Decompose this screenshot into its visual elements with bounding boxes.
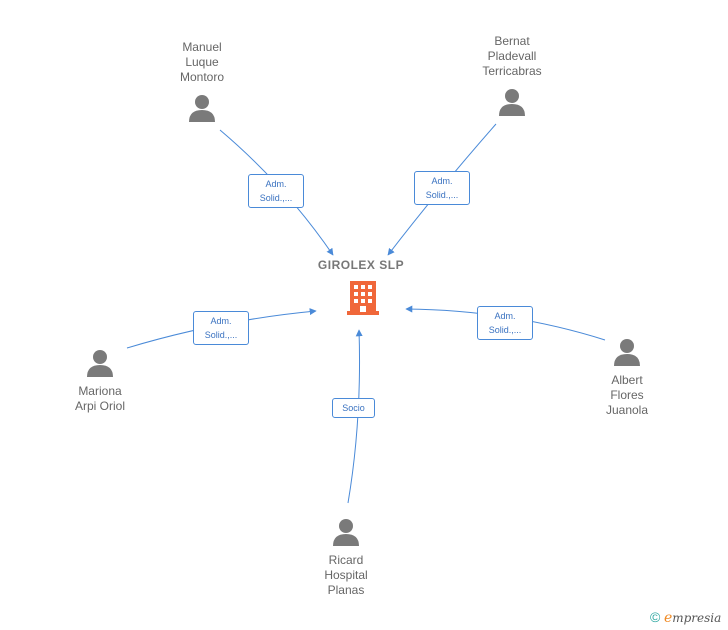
person-name-line: Luque bbox=[185, 55, 219, 69]
person-name-line: Hospital bbox=[324, 568, 368, 582]
person-name-line: Juanola bbox=[605, 403, 649, 417]
person-name-line: Planas bbox=[327, 583, 365, 597]
company-name[interactable]: GIROLEX SLP bbox=[317, 258, 405, 272]
edge-label-bernat[interactable]: Adm. Solid.,... bbox=[414, 171, 470, 205]
person-name-line: Pladevall bbox=[487, 49, 537, 63]
person-mariona[interactable]: Mariona Arpi Oriol bbox=[45, 348, 155, 414]
person-name-line: Arpi Oriol bbox=[74, 399, 125, 413]
edge-label-albert[interactable]: Adm. Solid.,... bbox=[477, 306, 533, 340]
edge-label-line1: Adm. bbox=[431, 176, 453, 186]
person-name-line: Mariona bbox=[78, 384, 122, 398]
edge-label-line1: Socio bbox=[342, 403, 365, 413]
person-ricard[interactable]: Ricard Hospital Planas bbox=[291, 517, 401, 598]
edge-label-mariona[interactable]: Adm. Solid.,... bbox=[193, 311, 249, 345]
person-icon bbox=[614, 339, 640, 366]
person-albert[interactable]: Albert Flores Juanola bbox=[572, 337, 682, 418]
person-manuel[interactable]: Manuel Luque Montoro bbox=[147, 40, 257, 123]
edge-label-manuel[interactable]: Adm. Solid.,... bbox=[248, 174, 304, 208]
edge-label-line1: Adm. bbox=[265, 179, 287, 189]
person-name-line: Bernat bbox=[494, 34, 530, 48]
edge-label-ricard[interactable]: Socio bbox=[332, 398, 375, 418]
edge-ricard bbox=[347, 329, 363, 504]
person-icon bbox=[333, 519, 359, 546]
building-icon[interactable] bbox=[346, 280, 380, 316]
brand-logo[interactable]: © empresia bbox=[650, 609, 721, 626]
edge-label-line1: Adm. bbox=[494, 311, 516, 321]
edge-label-line2: Solid.,... bbox=[425, 190, 459, 200]
person-icon bbox=[499, 89, 525, 116]
edge-label-line2: Solid.,... bbox=[488, 325, 522, 335]
person-icon bbox=[189, 95, 215, 122]
edge-label-line1: Adm. bbox=[210, 316, 232, 326]
edge-label-line2: Solid.,... bbox=[204, 330, 238, 340]
person-name-line: Terricabras bbox=[482, 64, 542, 78]
brand-name: mpresia bbox=[672, 611, 722, 625]
copyright-icon: © bbox=[650, 609, 661, 625]
person-name-line: Ricard bbox=[328, 553, 364, 567]
person-name-line: Manuel bbox=[182, 40, 222, 54]
person-name-line: Montoro bbox=[179, 70, 225, 84]
person-name-line: Flores bbox=[610, 388, 644, 402]
person-icon bbox=[87, 350, 113, 377]
edge-label-line2: Solid.,... bbox=[259, 193, 293, 203]
brand-initial: e bbox=[663, 610, 673, 626]
person-name-line: Albert bbox=[611, 373, 643, 387]
person-bernat[interactable]: Bernat Pladevall Terricabras bbox=[457, 34, 567, 117]
